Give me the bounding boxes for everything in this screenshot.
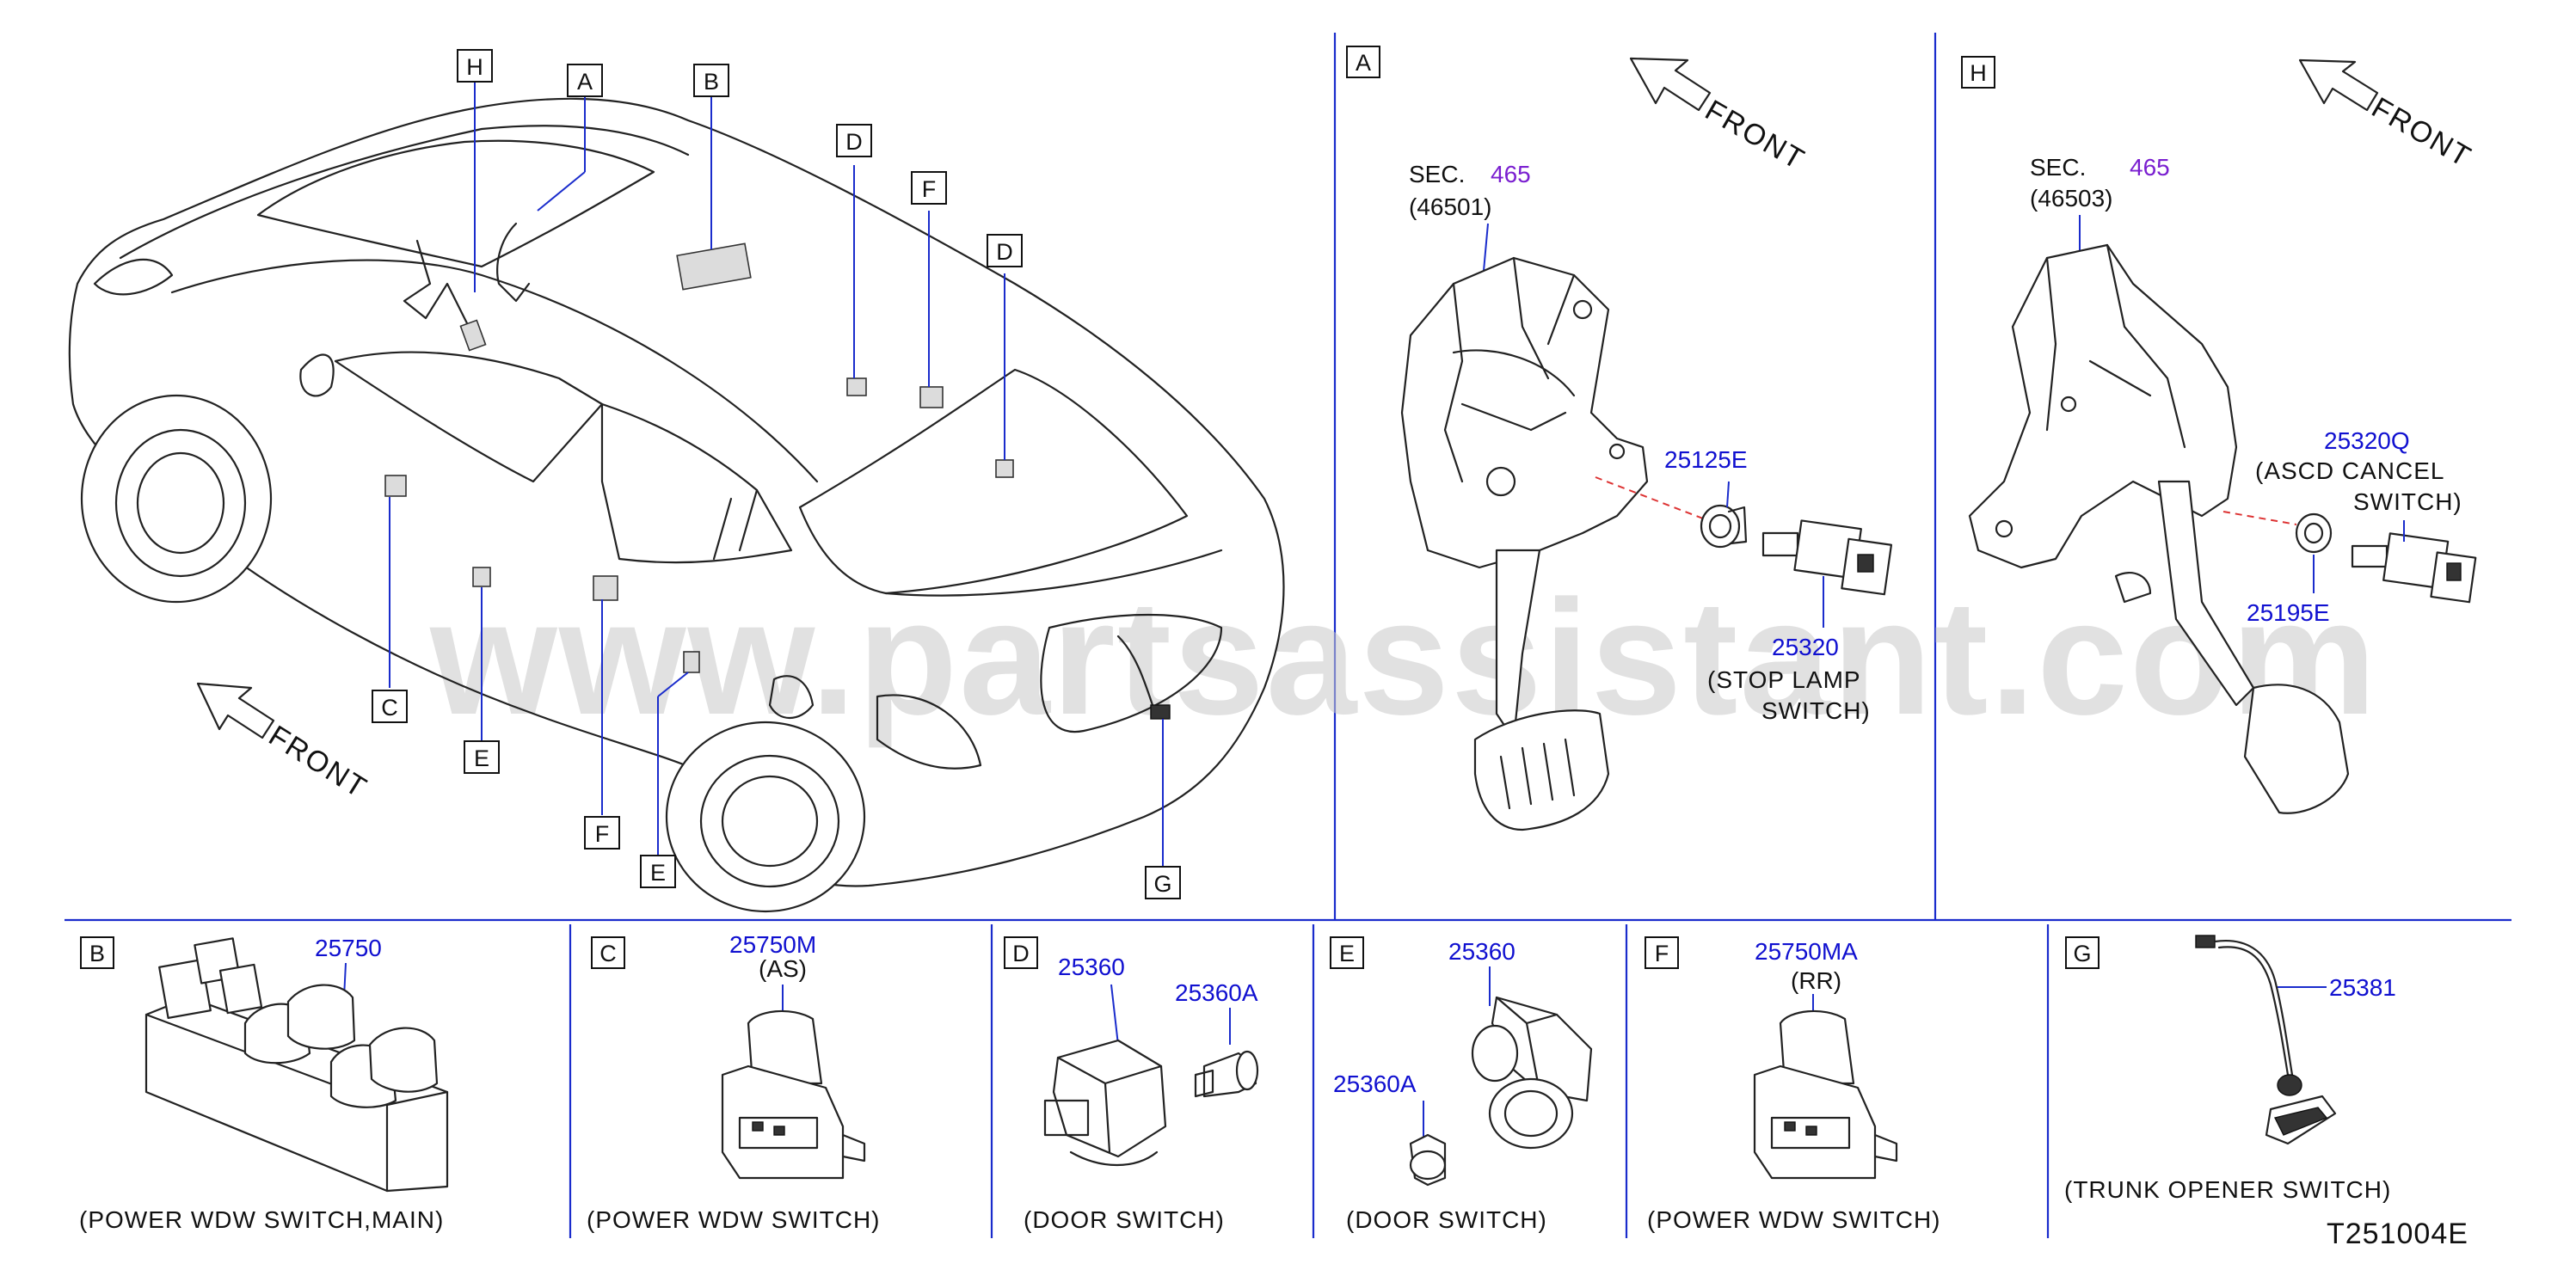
panel-D: D 25360 25360A (DOOR SWITCH) <box>1004 936 1259 1233</box>
part-number-25125E: 25125E <box>1664 446 1748 473</box>
door-switch-E <box>1471 996 1593 1150</box>
ascd-cancel-switch <box>2351 532 2477 604</box>
svg-text:E: E <box>1339 941 1355 966</box>
sec-number-H: 465 <box>2130 154 2170 181</box>
clip-25125E <box>1700 504 1748 549</box>
panel-A-letter: A <box>1346 46 1380 78</box>
svg-text:D: D <box>1012 941 1030 966</box>
callout-H-main: H <box>457 49 493 83</box>
svg-text:A: A <box>577 69 593 95</box>
svg-text:E: E <box>650 860 666 886</box>
sec-label-A: SEC. <box>1409 161 1465 187</box>
panel-F: F 25750MA (RR) (POWER WDW SWITCH) <box>1645 936 1941 1233</box>
svg-text:H: H <box>466 54 483 80</box>
variant-C: (AS) <box>759 955 807 982</box>
svg-text:C: C <box>599 941 617 966</box>
svg-text:E: E <box>474 745 489 771</box>
svg-text:H: H <box>1970 60 1987 86</box>
panel-D-letter: D <box>1004 936 1038 969</box>
sec-sub-A: (46501) <box>1409 193 1492 220</box>
part-number-25750: 25750 <box>315 935 382 961</box>
panel-frame <box>65 33 2511 1238</box>
svg-text:F: F <box>1655 941 1669 966</box>
svg-text:G: G <box>2073 941 2091 966</box>
part-number-25381: 25381 <box>2329 974 2396 1001</box>
panel-F-letter: F <box>1645 936 1679 969</box>
caption-H-1: (ASCD CANCEL <box>2255 457 2444 484</box>
sec-sub-H: (46503) <box>2030 185 2113 212</box>
panel-E-letter: E <box>1330 936 1364 969</box>
svg-text:D: D <box>845 129 863 155</box>
callout-D-main-1: D <box>836 124 872 157</box>
svg-text:B: B <box>704 69 719 95</box>
svg-text:D: D <box>996 239 1013 265</box>
svg-text:G: G <box>1153 871 1171 897</box>
vehicle-overview <box>68 97 1285 913</box>
part-number-25195E: 25195E <box>2247 599 2330 626</box>
trunk-opener-switch <box>2195 935 2337 1145</box>
svg-text:FRONT: FRONT <box>263 720 373 806</box>
front-arrow-H: FRONT <box>2298 58 2477 174</box>
panel-C-letter: C <box>591 936 625 969</box>
svg-text:FRONT: FRONT <box>2366 91 2477 174</box>
callout-B-main: B <box>693 64 729 97</box>
callout-F-main-1: F <box>911 171 947 205</box>
caption-G: (TRUNK OPENER SWITCH) <box>2064 1176 2391 1203</box>
svg-text:F: F <box>922 176 937 202</box>
part-number-25750MA: 25750MA <box>1755 938 1858 965</box>
part-number-25320: 25320 <box>1772 634 1839 660</box>
caption-B: (POWER WDW SWITCH,MAIN) <box>79 1206 444 1233</box>
power-window-master-switch <box>144 937 449 1193</box>
part-number-25360A-E: 25360A <box>1333 1070 1417 1097</box>
caption-E: (DOOR SWITCH) <box>1346 1206 1547 1233</box>
svg-text:C: C <box>381 695 398 721</box>
part-number-25360A-D: 25360A <box>1175 979 1258 1006</box>
stop-lamp-switch <box>1761 519 1893 596</box>
caption-C: (POWER WDW SWITCH) <box>587 1206 881 1233</box>
watermark: www.partsassistant.com <box>429 567 2378 749</box>
callout-G-main: G <box>1145 866 1181 899</box>
part-number-25320Q: 25320Q <box>2324 427 2410 454</box>
panel-E: E 25360 25360A (DOOR SWITCH) <box>1330 936 1593 1233</box>
part-number-25750M: 25750M <box>729 931 816 958</box>
caption-A-1: (STOP LAMP <box>1707 666 1861 693</box>
callout-F-main-2: F <box>584 816 620 850</box>
variant-F: (RR) <box>1791 967 1841 994</box>
svg-text:A: A <box>1356 50 1371 76</box>
part-number-25360-D: 25360 <box>1058 954 1125 980</box>
power-window-switch-rr <box>1753 1009 1898 1180</box>
door-switch-clip-D <box>1194 1050 1259 1098</box>
callout-C-main: C <box>372 690 408 723</box>
caption-D: (DOOR SWITCH) <box>1024 1206 1225 1233</box>
panel-H-letter: H <box>1961 56 1995 89</box>
caption-H-2: SWITCH) <box>2353 488 2462 515</box>
sec-label-H: SEC. <box>2030 154 2086 181</box>
part-number-25360-E: 25360 <box>1448 938 1515 965</box>
panel-G: G 25381 (TRUNK OPENER SWITCH) <box>2064 935 2396 1203</box>
svg-text:F: F <box>595 821 610 847</box>
door-switch-clip-E <box>1409 1133 1447 1187</box>
panel-B: B 25750 (POWER WDW SWITCH,MAIN) <box>79 935 449 1233</box>
sec-number-A: 465 <box>1491 161 1531 187</box>
caption-A-2: SWITCH) <box>1761 697 1871 724</box>
svg-text:B: B <box>89 941 105 966</box>
panel-B-letter: B <box>80 936 114 969</box>
door-switch-D <box>1043 1039 1167 1166</box>
diagram-code: T251004E <box>2327 1218 2468 1250</box>
caption-F: (POWER WDW SWITCH) <box>1647 1206 1941 1233</box>
main-leader-lines <box>389 82 1164 868</box>
panel-G-letter: G <box>2065 936 2100 969</box>
callout-E-main-1: E <box>464 740 500 774</box>
front-arrow-A: FRONT <box>1629 57 1811 176</box>
power-window-switch-as <box>721 1009 866 1180</box>
callout-E-main-2: E <box>640 855 676 888</box>
callout-D-main-2: D <box>987 234 1023 267</box>
clip-25195E <box>2295 512 2333 554</box>
callout-A-main: A <box>567 64 603 97</box>
svg-text:FRONT: FRONT <box>1700 94 1811 176</box>
panel-C: C 25750M (AS) (POWER WDW SWITCH) <box>587 931 881 1233</box>
front-arrow-main: FRONT <box>196 682 373 806</box>
